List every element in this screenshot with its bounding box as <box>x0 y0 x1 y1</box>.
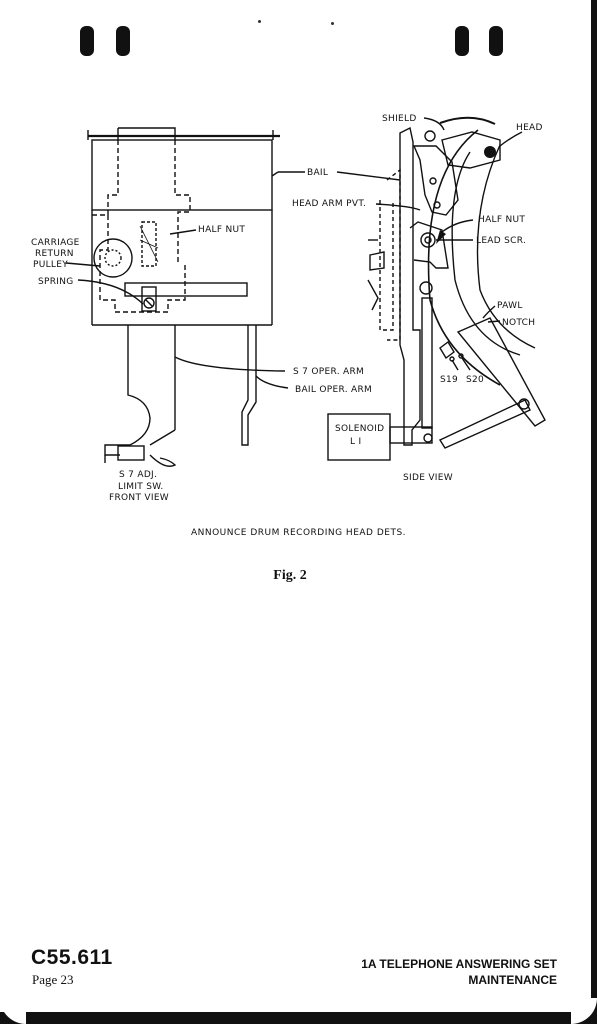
binder-hole <box>116 26 130 56</box>
figure-caption: ANNOUNCE DRUM RECORDING HEAD DETS. <box>190 528 407 538</box>
document-title-line2: MAINTENANCE <box>468 973 557 987</box>
page-edge <box>591 0 597 1024</box>
page-edge <box>0 1012 597 1024</box>
label-pawl: PAWL <box>497 301 523 311</box>
label-lead-scr: LEAD SCR. <box>476 236 526 246</box>
figure-number: Fig. 2 <box>273 568 307 583</box>
binder-hole <box>489 26 503 56</box>
label-return: RETURN <box>35 249 74 259</box>
document-title-line1: 1A TELEPHONE ANSWERING SET <box>361 957 557 971</box>
label-pulley: PULLEY <box>33 260 68 270</box>
label-s20: S20 <box>466 375 484 385</box>
label-head-arm-pvt: HEAD ARM PVT. <box>292 199 366 209</box>
label-bail: BAIL <box>307 168 328 178</box>
label-limit-sw: LIMIT SW. <box>118 482 164 492</box>
label-solenoid: SOLENOID <box>335 424 384 434</box>
label-l1: L I <box>350 437 361 447</box>
label-head: HEAD <box>516 123 543 133</box>
label-notch: NOTCH <box>502 318 535 328</box>
speck <box>258 20 261 23</box>
document-code: C55.611 <box>31 946 113 969</box>
label-s7-oper-arm: S 7 OPER. ARM <box>293 367 364 377</box>
label-s19: S19 <box>440 375 458 385</box>
label-carriage: CARRIAGE <box>31 238 80 248</box>
label-bail-oper-arm: BAIL OPER. ARM <box>295 385 372 395</box>
label-half-nut-front: HALF NUT <box>198 225 245 235</box>
label-half-nut-side: HALF NUT <box>478 215 525 225</box>
binder-hole <box>455 26 469 56</box>
label-front-view: FRONT VIEW <box>109 493 169 503</box>
label-shield: SHIELD <box>382 114 417 124</box>
speck <box>331 22 334 25</box>
binder-hole <box>80 26 94 56</box>
label-s7-adj: S 7 ADJ. <box>119 470 157 480</box>
label-spring: SPRING <box>38 277 74 287</box>
label-side-view: SIDE VIEW <box>403 473 453 483</box>
page-number: Page 23 <box>32 972 74 987</box>
